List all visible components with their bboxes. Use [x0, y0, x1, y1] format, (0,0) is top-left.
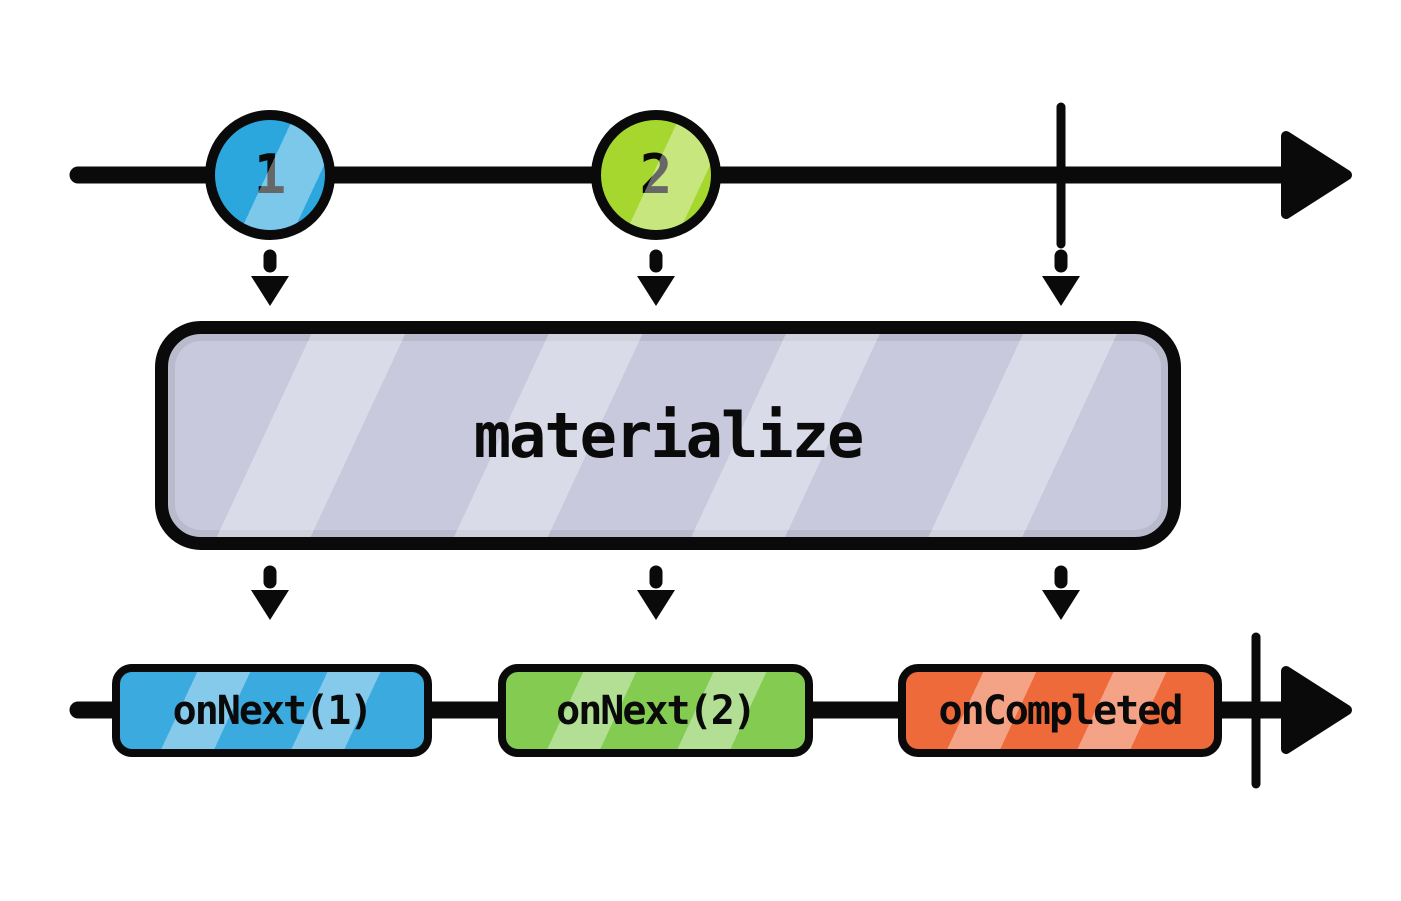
- event-onnext-1: onNext(1): [112, 664, 432, 757]
- arrowhead-down-icon: [637, 590, 675, 620]
- event-onnext-1-label: onNext(1): [172, 687, 374, 734]
- event-oncompleted-label: onCompleted: [938, 687, 1184, 734]
- arrowhead-down-icon: [637, 276, 675, 306]
- emission-arrow-source-1: [251, 249, 289, 306]
- event-onnext-2: onNext(2): [498, 664, 813, 757]
- emission-arrow-source-2: [637, 249, 675, 306]
- arrowhead-down-icon: [251, 276, 289, 306]
- operator-label: materialize: [473, 399, 865, 472]
- emission-arrow-source-complete: [1042, 249, 1080, 306]
- arrowhead-down-icon: [1042, 276, 1080, 306]
- event-oncompleted: onCompleted: [898, 664, 1222, 757]
- emission-arrow-output-2: [637, 565, 675, 620]
- marble-2-label: 2: [639, 143, 673, 206]
- emission-arrow-output-complete: [1042, 565, 1080, 620]
- emission-arrow-output-1: [251, 565, 289, 620]
- operator-box: materialize: [155, 321, 1181, 550]
- source-timeline-arrowhead-icon: [1281, 131, 1352, 219]
- event-onnext-2-label: onNext(2): [556, 687, 757, 734]
- arrowhead-down-icon: [251, 590, 289, 620]
- marble-1-label: 1: [253, 143, 287, 206]
- arrowhead-down-icon: [1042, 590, 1080, 620]
- marble-2: 2: [591, 110, 721, 240]
- output-timeline-arrowhead-icon: [1281, 666, 1352, 754]
- marble-1: 1: [205, 110, 335, 240]
